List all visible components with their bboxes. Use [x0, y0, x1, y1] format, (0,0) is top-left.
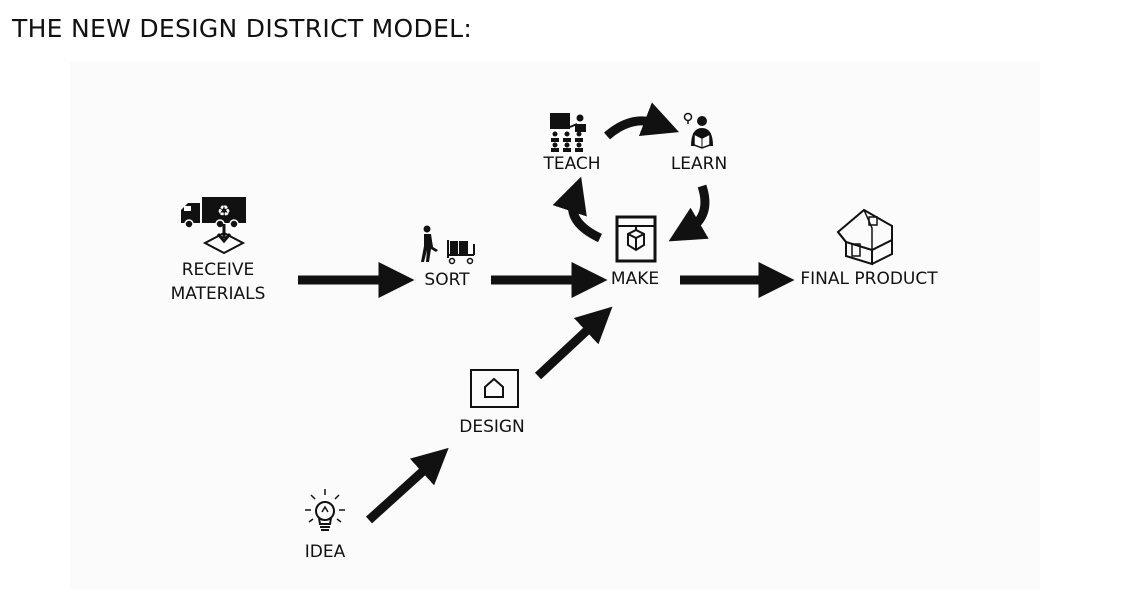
label-receive-line2: MATERIALS	[170, 284, 266, 304]
recycling-truck-icon: ♻	[181, 197, 246, 255]
reading-learner-icon	[683, 112, 713, 149]
label-idea: IDEA	[304, 542, 346, 562]
page-title: THE NEW DESIGN DISTRICT MODEL:	[12, 14, 473, 43]
arrow-idea-to-design	[365, 447, 449, 524]
label-receive-line1: RECEIVE	[181, 260, 255, 280]
worker-cart-icon	[421, 225, 475, 265]
label-make: MAKE	[610, 269, 660, 289]
arrow-make-to-teach	[552, 176, 603, 243]
svg-text:♻: ♻	[217, 202, 230, 220]
arrow-design-to-make	[534, 306, 613, 380]
label-sort: SORT	[424, 270, 470, 290]
arrow-teach-to-learn	[604, 102, 680, 140]
label-design: DESIGN	[459, 417, 525, 437]
3d-printer-icon	[615, 215, 657, 263]
label-teach: TEACH	[543, 154, 601, 174]
house-icon	[836, 208, 893, 266]
label-learn: LEARN	[670, 154, 728, 174]
label-receive-materials: RECEIVE MATERIALS	[164, 258, 272, 306]
classroom-teacher-icon	[550, 113, 586, 152]
label-final-product: FINAL PRODUCT	[800, 269, 938, 289]
arrow-learn-to-make	[668, 184, 710, 242]
lightbulb-icon	[305, 489, 345, 531]
house-frame-icon	[470, 369, 519, 408]
